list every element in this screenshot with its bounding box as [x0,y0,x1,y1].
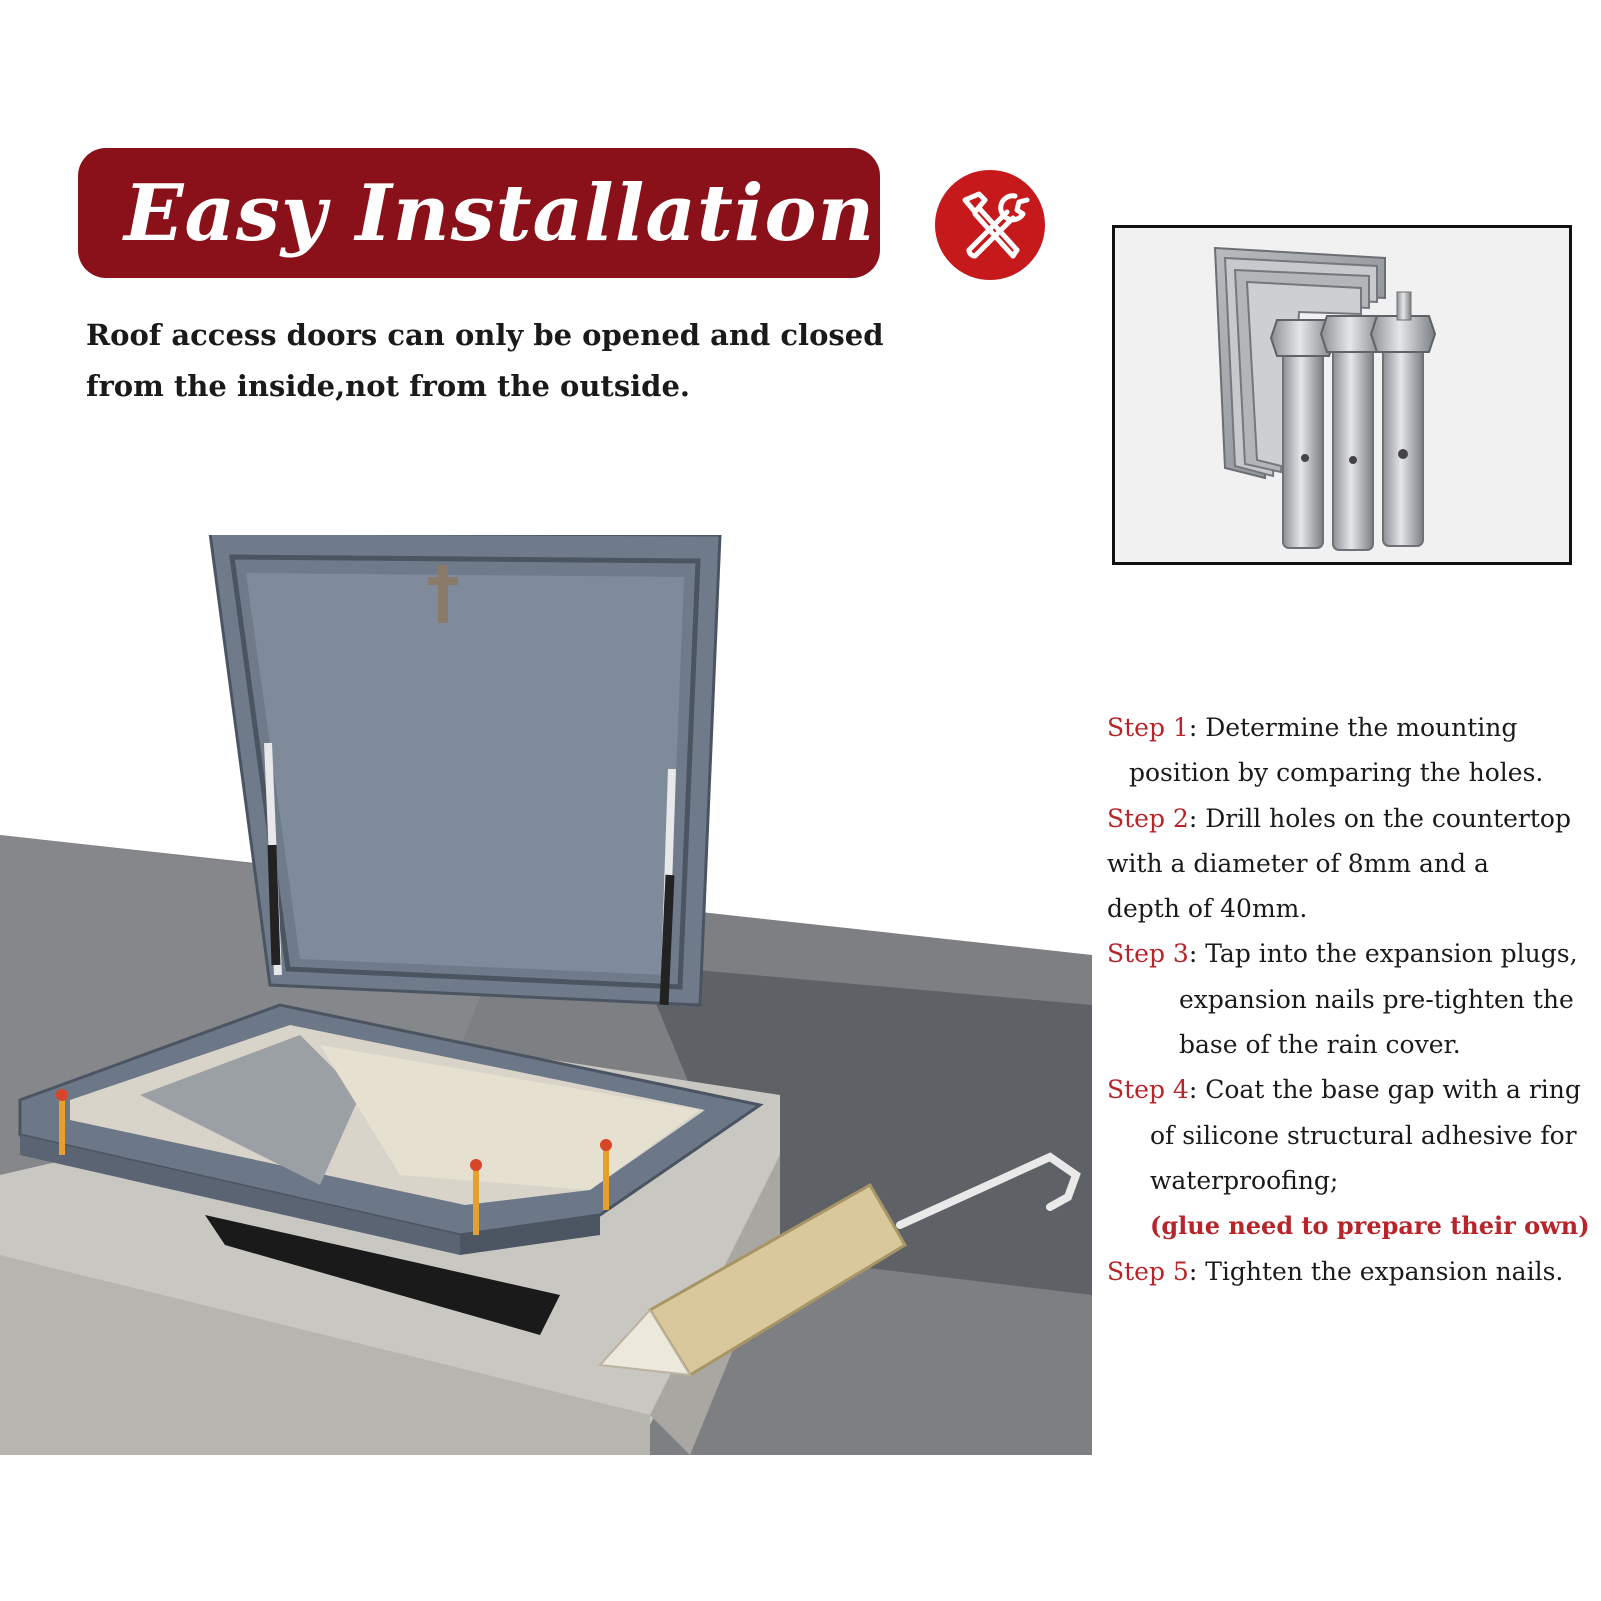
step-text: : Tap into the expansion plugs, [1188,939,1578,969]
step-3-line-2: expansion nails pre-tighten the [1179,984,1574,1014]
step-4-line-3: waterproofing; [1150,1165,1339,1195]
step-text: : Determine the mounting [1188,713,1518,742]
hammer-wrench-icon [935,170,1045,280]
step-label: Step 2 [1107,803,1189,833]
intro-text: Roof access doors can only be opened and… [86,310,946,412]
step-label: Step 5 [1107,1256,1189,1286]
step-label: Step 1 [1107,713,1189,742]
step-1-line-1: Step 1: Determine the mounting [1107,705,1601,750]
expansion-anchor-bolts-photo [1112,225,1572,565]
intro-line-1: Roof access doors can only be opened and… [86,318,884,352]
step-3-line-1: Step 3: Tap into the expansion plugs, [1107,931,1601,976]
step-4-line-2: of silicone structural adhesive for [1150,1120,1577,1150]
step-4-note: (glue need to prepare their own) [1150,1211,1590,1241]
step-1-line-2: position by comparing the holes. [1129,758,1544,788]
step-4-line-1: Step 4: Coat the base gap with a ring [1107,1067,1601,1112]
step-text: : Drill holes on the countertop [1188,803,1571,833]
step-5-line-1: Step 5: Tighten the expansion nails. [1107,1249,1601,1294]
step-label: Step 4 [1107,1075,1189,1105]
step-text: : Tighten the expansion nails. [1188,1256,1564,1286]
roof-hatch-installation-illustration [0,531,1095,1459]
page-title: Easy Installation [124,167,876,259]
step-label: Step 3 [1107,939,1189,969]
step-2-line-3: depth of 40mm. [1107,894,1308,924]
intro-line-2: from the inside,not from the outside. [86,369,690,403]
step-text: : Coat the base gap with a ring [1188,1075,1581,1105]
step-2-line-2: with a diameter of 8mm and a [1107,848,1489,878]
installation-steps: Step 1: Determine the mounting position … [1107,705,1601,1294]
step-3-line-3: base of the rain cover. [1179,1030,1461,1060]
step-2-line-1: Step 2: Drill holes on the countertop [1107,796,1601,841]
title-banner: Easy Installation [78,148,880,278]
